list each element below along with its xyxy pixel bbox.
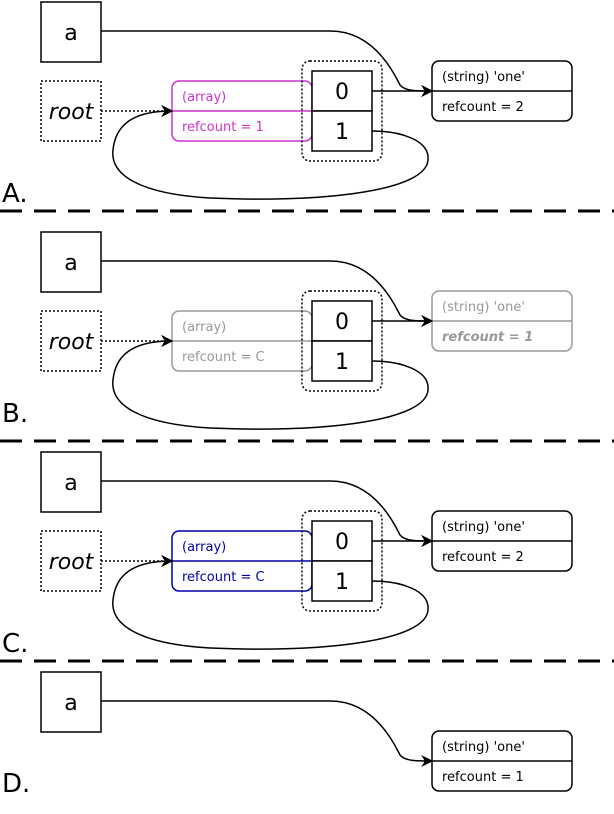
slot-0-index: 0: [335, 530, 349, 555]
hashtable-outline: [301, 510, 383, 612]
panel-b: a root (array) refcount = C 0 1 (string)…: [2, 231, 573, 430]
array-type-text: (array): [182, 540, 226, 555]
arrow-a-to-string: [101, 700, 434, 767]
array-refcount-text: refcount = 1: [182, 120, 264, 135]
panel-d: a (string) 'one' refcount = 1 D.: [2, 671, 573, 799]
arrow-slot1-loop-to-array: [112, 335, 429, 430]
hashtable-slot-1: [311, 560, 373, 602]
hashtable-outline: [301, 290, 383, 392]
variable-a-box: [40, 231, 102, 293]
slot-1-index: 1: [335, 350, 349, 375]
string-refcount-text: refcount = 2: [442, 100, 524, 115]
string-type-text: (string) 'one': [442, 740, 525, 755]
hashtable-outline: [301, 60, 383, 162]
hashtable-slot-0: [311, 70, 373, 112]
root-box: [40, 310, 102, 372]
root-box: [40, 80, 102, 142]
arrow-slot1-loop-to-array: [112, 105, 429, 200]
root-label: root: [49, 100, 95, 125]
hashtable-slot-1: [311, 340, 373, 382]
panel-label: C.: [2, 629, 28, 659]
slot-1-index: 1: [335, 120, 349, 145]
panel-a: a root (array) refcount = 1 0 1 (string)…: [2, 1, 573, 209]
string-refcount-text: refcount = 1: [442, 770, 524, 785]
variable-a-box: [40, 451, 102, 513]
string-type-text: (string) 'one': [442, 520, 525, 535]
array-type-text: (array): [182, 320, 226, 335]
array-refcount-text: refcount = C: [182, 350, 265, 365]
panel-label: D.: [2, 769, 30, 799]
array-refcount-text: refcount = C: [182, 570, 265, 585]
variable-a-label: a: [64, 691, 77, 716]
string-type-text: (string) 'one': [442, 70, 525, 85]
variable-a-label: a: [64, 471, 77, 496]
panel-c: a root (array) refcount = C 0 1 (string)…: [2, 451, 573, 659]
variable-a-box: [40, 1, 102, 63]
array-type-text: (array): [182, 90, 226, 105]
hashtable-slot-0: [311, 300, 373, 342]
root-label: root: [49, 330, 95, 355]
panel-label: B.: [2, 399, 28, 429]
variable-a-label: a: [64, 251, 77, 276]
root-label: root: [49, 550, 95, 575]
slot-0-index: 0: [335, 310, 349, 335]
variable-a-label: a: [64, 21, 77, 46]
string-refcount-text: refcount = 1: [442, 330, 533, 345]
variable-a-box: [40, 671, 102, 733]
panel-label: A.: [2, 179, 28, 209]
arrow-slot1-loop-to-array: [112, 555, 429, 650]
slot-0-index: 0: [335, 80, 349, 105]
hashtable-slot-1: [311, 110, 373, 152]
slot-1-index: 1: [335, 570, 349, 595]
string-refcount-text: refcount = 2: [442, 550, 524, 565]
string-type-text: (string) 'one': [442, 300, 525, 315]
